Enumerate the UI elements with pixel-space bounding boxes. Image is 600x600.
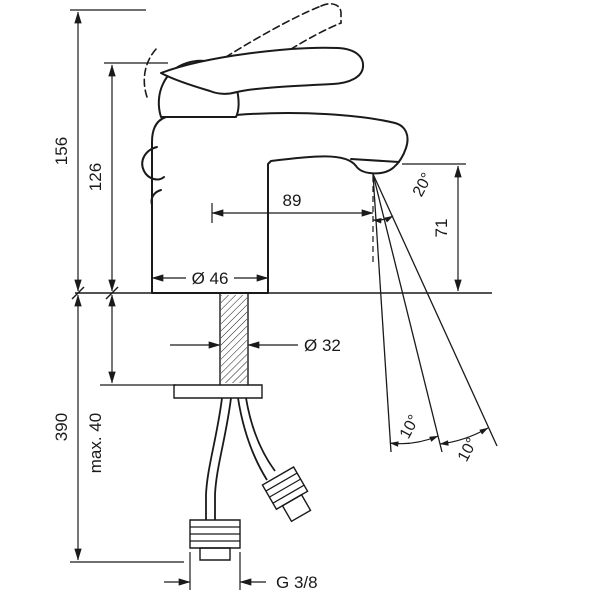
right-fitting-flat-1 bbox=[265, 472, 298, 492]
label-stream-angle: 20° bbox=[410, 170, 436, 199]
left-fitting-nut bbox=[189, 519, 241, 549]
label-spread-angle-lower: 10° bbox=[455, 435, 481, 464]
label-base-diameter: Ø 46 bbox=[192, 269, 229, 288]
dimension-lines bbox=[70, 9, 492, 590]
stream-line-inner bbox=[372, 173, 392, 453]
right-hose-outer-line bbox=[237, 397, 268, 481]
label-connection-thread: G 3/8 bbox=[276, 573, 318, 592]
faucet-outline bbox=[141, 3, 409, 294]
water-stream bbox=[372, 173, 498, 453]
label-install-length: 390 bbox=[52, 413, 71, 441]
right-fitting-nut bbox=[261, 466, 309, 511]
stream-line-middle bbox=[372, 173, 443, 453]
body-left-detail-curve-small bbox=[150, 189, 162, 206]
right-fitting-flat-3 bbox=[272, 484, 305, 504]
stream-line-outer bbox=[372, 173, 498, 447]
below-counter-assembly bbox=[173, 293, 312, 561]
right-fitting-flat-2 bbox=[269, 478, 301, 498]
right-fitting-tail bbox=[281, 493, 312, 523]
threaded-shank-hatch bbox=[221, 295, 247, 383]
label-spout-reach: 89 bbox=[283, 191, 302, 210]
left-hose-fitting bbox=[189, 519, 241, 561]
angle-arc-20deg bbox=[372, 215, 394, 224]
right-hose-fitting bbox=[261, 466, 312, 523]
right-hose-inner-line bbox=[245, 397, 276, 472]
aerator-seam-line bbox=[350, 158, 400, 163]
handle-swing-arc-dashed bbox=[143, 46, 159, 98]
label-outlet-height: 71 bbox=[432, 219, 451, 238]
raised-handle-tip-dashed-line bbox=[320, 3, 342, 24]
body-left-detail-curve bbox=[141, 146, 165, 181]
left-hose-outer-line bbox=[205, 397, 223, 520]
label-hole-diameter: Ø 32 bbox=[304, 336, 341, 355]
lever-handle-outline bbox=[160, 46, 365, 95]
left-hose-inner-line bbox=[214, 397, 232, 520]
angle-arc-10deg-upper bbox=[389, 435, 439, 447]
label-total-height: 156 bbox=[52, 137, 71, 165]
label-max-deck-thickness: max. 40 bbox=[86, 413, 105, 473]
label-body-height: 126 bbox=[86, 163, 105, 191]
left-fitting-tail bbox=[199, 547, 231, 561]
oblique-tick-inner-chain bbox=[105, 286, 119, 300]
label-spread-angle-upper: 10° bbox=[397, 412, 423, 441]
faucet-body-outline bbox=[151, 112, 409, 294]
mounting-washer-outline bbox=[173, 384, 263, 399]
oblique-tick-left-chain bbox=[71, 286, 85, 300]
angle-arc-10deg-lower bbox=[439, 427, 489, 446]
